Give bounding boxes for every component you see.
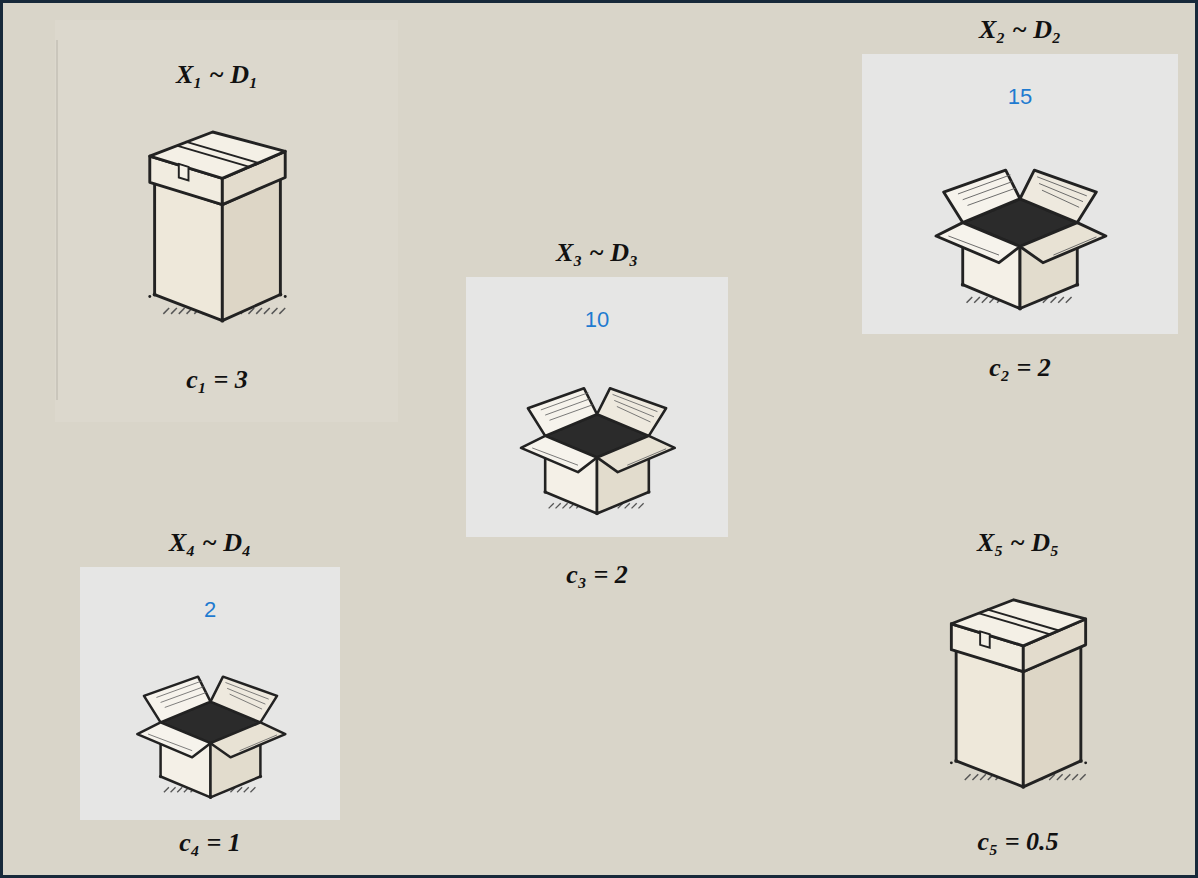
revealed-value: 15 — [862, 54, 1178, 110]
closed-box-panel — [67, 99, 367, 346]
open-box-icon — [915, 120, 1125, 330]
box-tile: X₁ ~ D₁ c₁ = 3 — [67, 59, 367, 396]
cost-label: c₁ = 3 — [186, 364, 247, 396]
cost-label: c₃ = 2 — [566, 559, 627, 591]
closed-box-icon — [99, 103, 336, 340]
box-tile: X₂ ~ D₂ 15 c₂ = 2 — [854, 14, 1186, 384]
revealed-value: 10 — [466, 277, 728, 333]
box-tile: X₅ ~ D₅ c₅ = 0.5 — [888, 527, 1148, 858]
box-tile: X₄ ~ D₄ 2 c₄ = 1 — [72, 527, 348, 859]
cost-label: c₅ = 0.5 — [978, 826, 1059, 858]
open-box-panel: 10 — [466, 277, 728, 537]
distribution-label: X₃ ~ D₃ — [556, 237, 638, 269]
distribution-label: X₂ ~ D₂ — [979, 14, 1061, 46]
closed-box-panel — [888, 567, 1148, 812]
distribution-label: X₄ ~ D₄ — [169, 527, 251, 559]
box-tile: X₃ ~ D₃ 10 c₃ = 2 — [458, 237, 736, 591]
open-box-icon — [502, 343, 692, 533]
distribution-label: X₅ ~ D₅ — [977, 527, 1059, 559]
distribution-label: X₁ ~ D₁ — [176, 59, 258, 91]
revealed-value: 2 — [80, 567, 340, 623]
closed-box-icon — [901, 571, 1136, 806]
panel-shade — [55, 20, 398, 422]
open-box-icon — [119, 633, 302, 816]
cost-label: c₂ = 2 — [989, 352, 1050, 384]
open-box-panel: 2 — [80, 567, 340, 820]
faint-rule — [57, 40, 58, 400]
cost-label: c₄ = 1 — [179, 827, 240, 859]
open-box-panel: 15 — [862, 54, 1178, 334]
